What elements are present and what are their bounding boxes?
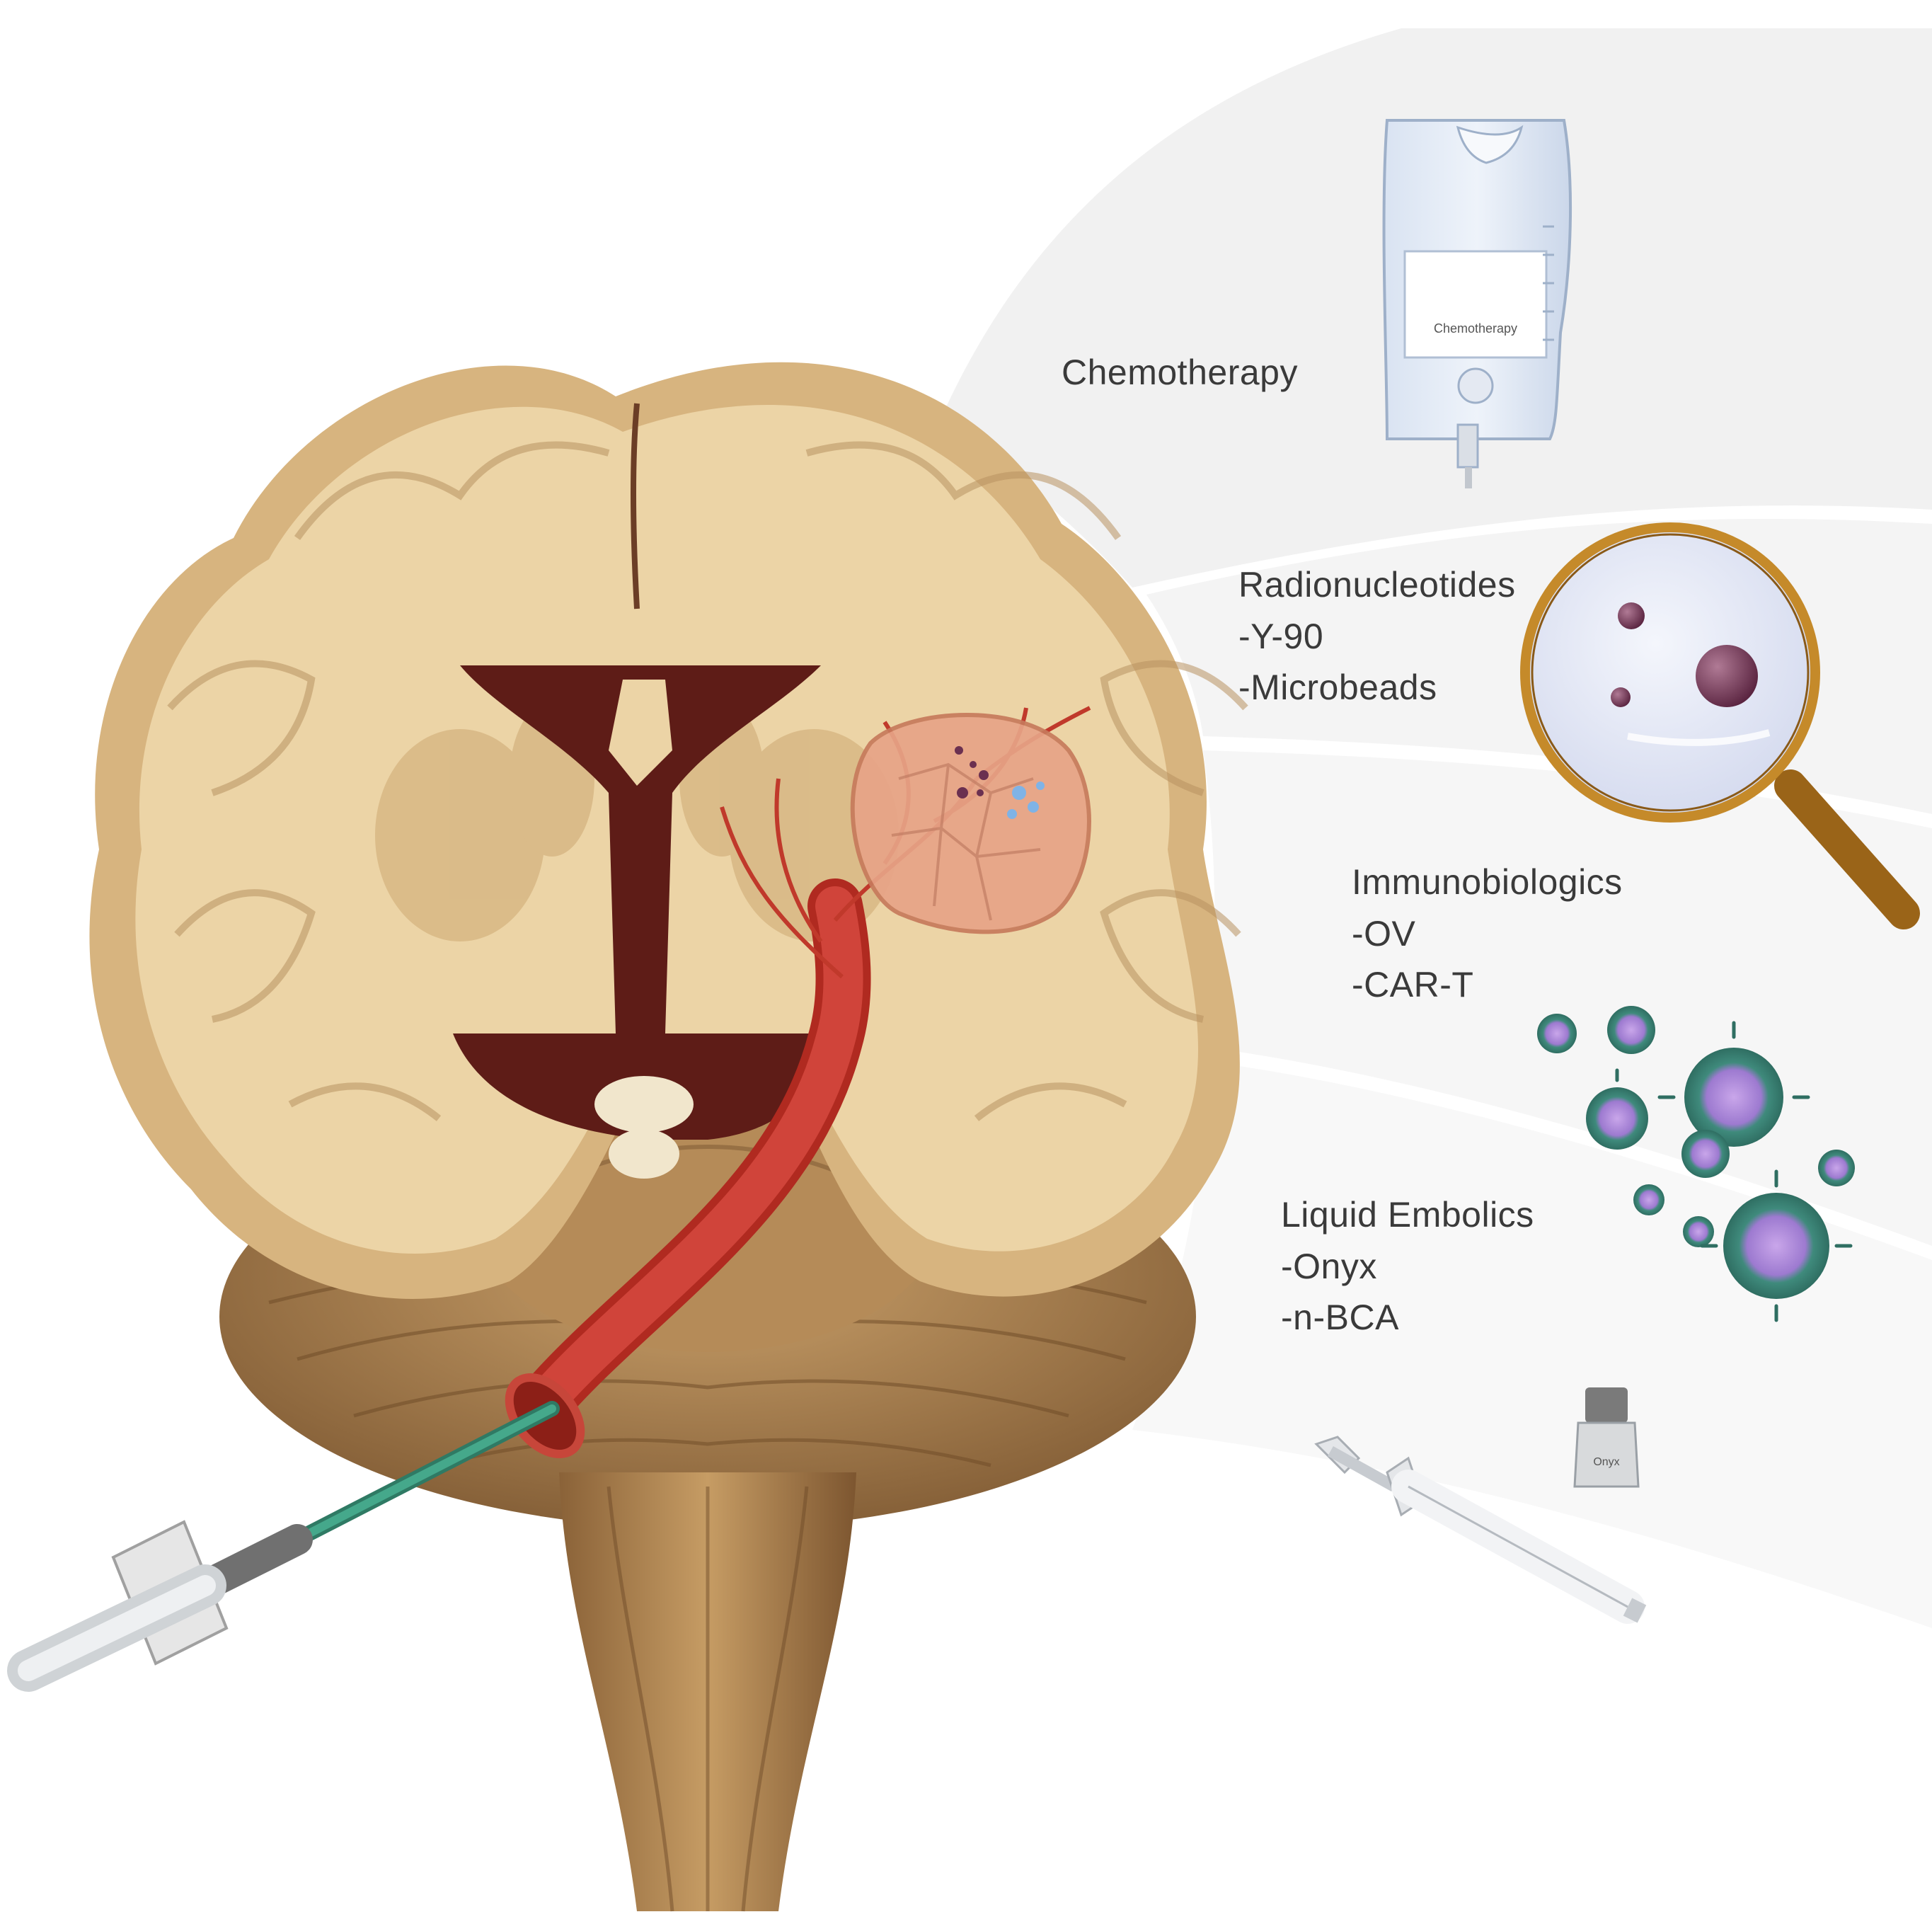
label-chemotherapy-title: Chemotherapy	[1062, 353, 1298, 392]
label-radionucleotides-item: -Microbeads	[1238, 668, 1437, 707]
ventricles	[453, 665, 835, 1179]
label-radionucleotides: Radionucleotides -Y-90 -Microbeads	[1238, 559, 1516, 714]
cerebrum	[89, 362, 1248, 1299]
bead-small	[1611, 687, 1631, 707]
virus-cluster-icon	[1537, 1006, 1855, 1322]
label-immunobiologics-item: -OV	[1352, 913, 1416, 954]
label-liquid-embolics-item: -Onyx	[1281, 1246, 1377, 1286]
vial-label: Onyx	[1593, 1456, 1619, 1468]
virus	[1537, 1006, 1855, 1299]
label-liquid-embolics: Liquid Embolics -Onyx -n-BCA	[1281, 1189, 1534, 1344]
label-radionucleotides-title: Radionucleotides	[1238, 565, 1516, 605]
tumor	[850, 713, 1091, 934]
magnifier-icon	[1520, 522, 1920, 929]
label-liquid-embolics-title: Liquid Embolics	[1281, 1195, 1534, 1235]
catheter	[7, 1401, 560, 1692]
label-liquid-embolics-item: -n-BCA	[1281, 1298, 1399, 1337]
bead-medium	[1618, 602, 1645, 629]
label-immunobiologics-item: -CAR-T	[1352, 965, 1474, 1004]
syringe-vial-icon: Onyx	[1314, 1387, 1647, 1624]
label-chemotherapy: Chemotherapy	[1062, 347, 1298, 399]
label-immunobiologics: Immunobiologics -OV -CAR-T	[1352, 857, 1623, 1011]
bead-large	[1696, 645, 1758, 707]
label-immunobiologics-title: Immunobiologics	[1352, 862, 1623, 902]
iv-bag-label: Chemotherapy	[1434, 321, 1517, 336]
iv-bag-icon: Chemotherapy	[1382, 119, 1572, 488]
label-radionucleotides-item: -Y-90	[1238, 616, 1324, 656]
